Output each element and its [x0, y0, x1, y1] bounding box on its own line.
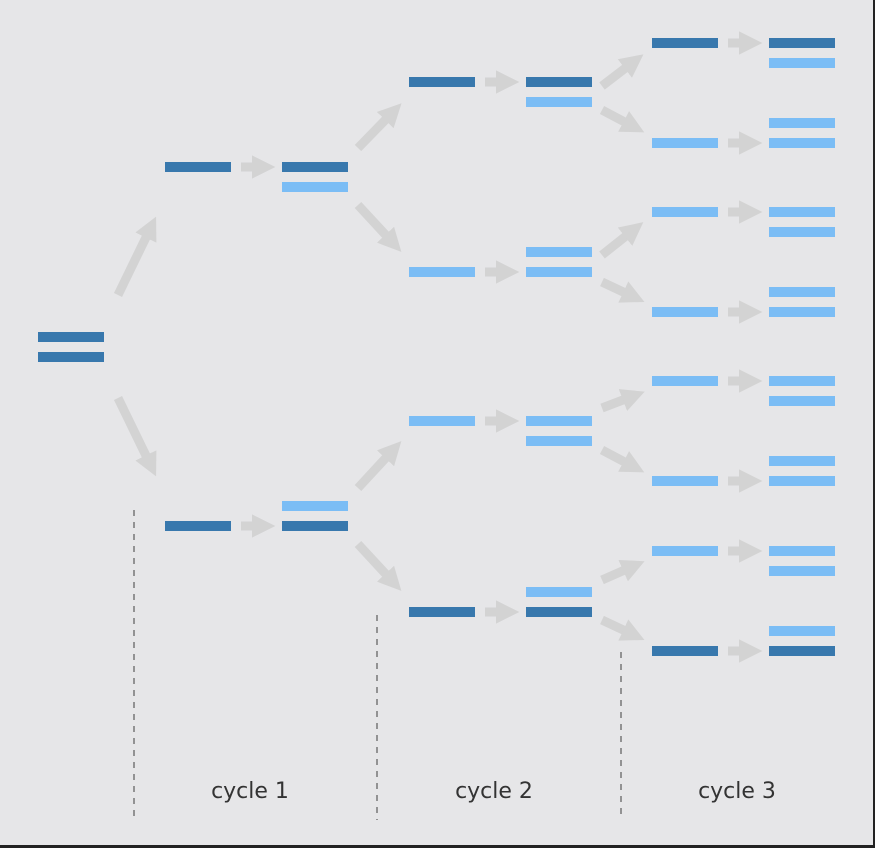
cycle3-template-3-new-strand — [652, 207, 718, 217]
strands-layer — [38, 38, 835, 656]
cycle3-product-8-a-new-strand — [769, 626, 835, 636]
branch-arrow-4 — [354, 540, 402, 591]
cycle3-product-4-b-new-strand — [769, 307, 835, 317]
cycle2-product-2-a-new-strand — [526, 247, 592, 257]
cycle3-product-6-a-new-strand — [769, 456, 835, 466]
branch-arrow-8 — [600, 277, 645, 303]
cycle1-product-1-b-new-strand — [282, 182, 348, 192]
cycle2-product-4-b-original-strand — [526, 607, 592, 617]
cycle2-product-2-b-new-strand — [526, 267, 592, 277]
cycle2-product-1-b-new-strand — [526, 97, 592, 107]
cycle3-template-2-new-strand — [652, 138, 718, 148]
branch-arrow-9 — [600, 389, 645, 413]
cycle3-product-2-a-new-strand — [769, 118, 835, 128]
branch-arrow-2 — [354, 201, 402, 252]
cycle1-product-2-b-original-strand — [282, 521, 348, 531]
cycle3-product-3-b-new-strand — [769, 227, 835, 237]
cycle3-product-1-a-original-strand — [769, 38, 835, 48]
cycle3-template-6-new-strand — [652, 476, 718, 486]
cycle2-template-1-original-strand — [409, 77, 475, 87]
cycle2-product-3-a-new-strand — [526, 416, 592, 426]
cycle1-product-1-a-original-strand — [282, 162, 348, 172]
arrows-layer — [113, 31, 763, 663]
cycle1-template-1-original-strand — [165, 162, 231, 172]
cycle1-product-2-a-new-strand — [282, 501, 348, 511]
cycle3-product-4-a-new-strand — [769, 287, 835, 297]
cycle3-product-6-b-new-strand — [769, 476, 835, 486]
cycle-3-label: cycle 3 — [698, 779, 776, 804]
branch-arrow-12 — [600, 615, 645, 641]
cycle-1-label: cycle 1 — [211, 779, 289, 804]
cycle3-template-4-new-strand — [652, 307, 718, 317]
start-bottom-original-strand — [38, 352, 104, 362]
cycle3-product-3-a-new-strand — [769, 207, 835, 217]
branch-arrow-start-up — [113, 216, 157, 297]
start-top-original-strand — [38, 332, 104, 342]
branch-arrow-6 — [599, 106, 645, 133]
cycle3-product-7-b-new-strand — [769, 566, 835, 576]
branch-arrow-10 — [599, 446, 645, 473]
cycle3-template-8-original-strand — [652, 646, 718, 656]
cycle3-product-5-b-new-strand — [769, 396, 835, 406]
cycle-2-label: cycle 2 — [455, 779, 533, 804]
cycle3-template-7-new-strand — [652, 546, 718, 556]
cycle3-product-5-a-new-strand — [769, 376, 835, 386]
branch-arrow-11 — [600, 559, 645, 585]
cycle2-product-1-a-original-strand — [526, 77, 592, 87]
cycle3-product-1-b-new-strand — [769, 58, 835, 68]
cycle3-template-1-original-strand — [652, 38, 718, 48]
branch-arrow-7 — [599, 222, 644, 259]
branch-arrow-start-down — [113, 396, 157, 477]
cycle2-template-4-original-strand — [409, 607, 475, 617]
cycle3-product-2-b-new-strand — [769, 138, 835, 148]
cycle3-template-5-new-strand — [652, 376, 718, 386]
cycle2-product-4-a-new-strand — [526, 587, 592, 597]
cycle1-template-2-original-strand — [165, 521, 231, 531]
cycle2-template-3-new-strand — [409, 416, 475, 426]
branch-arrow-5 — [599, 54, 644, 90]
cycle2-product-3-b-new-strand — [526, 436, 592, 446]
cycle2-template-2-new-strand — [409, 267, 475, 277]
branch-arrow-3 — [354, 441, 402, 492]
branch-arrow-1 — [354, 103, 402, 152]
cycle3-product-7-a-new-strand — [769, 546, 835, 556]
cycle3-product-8-b-original-strand — [769, 646, 835, 656]
